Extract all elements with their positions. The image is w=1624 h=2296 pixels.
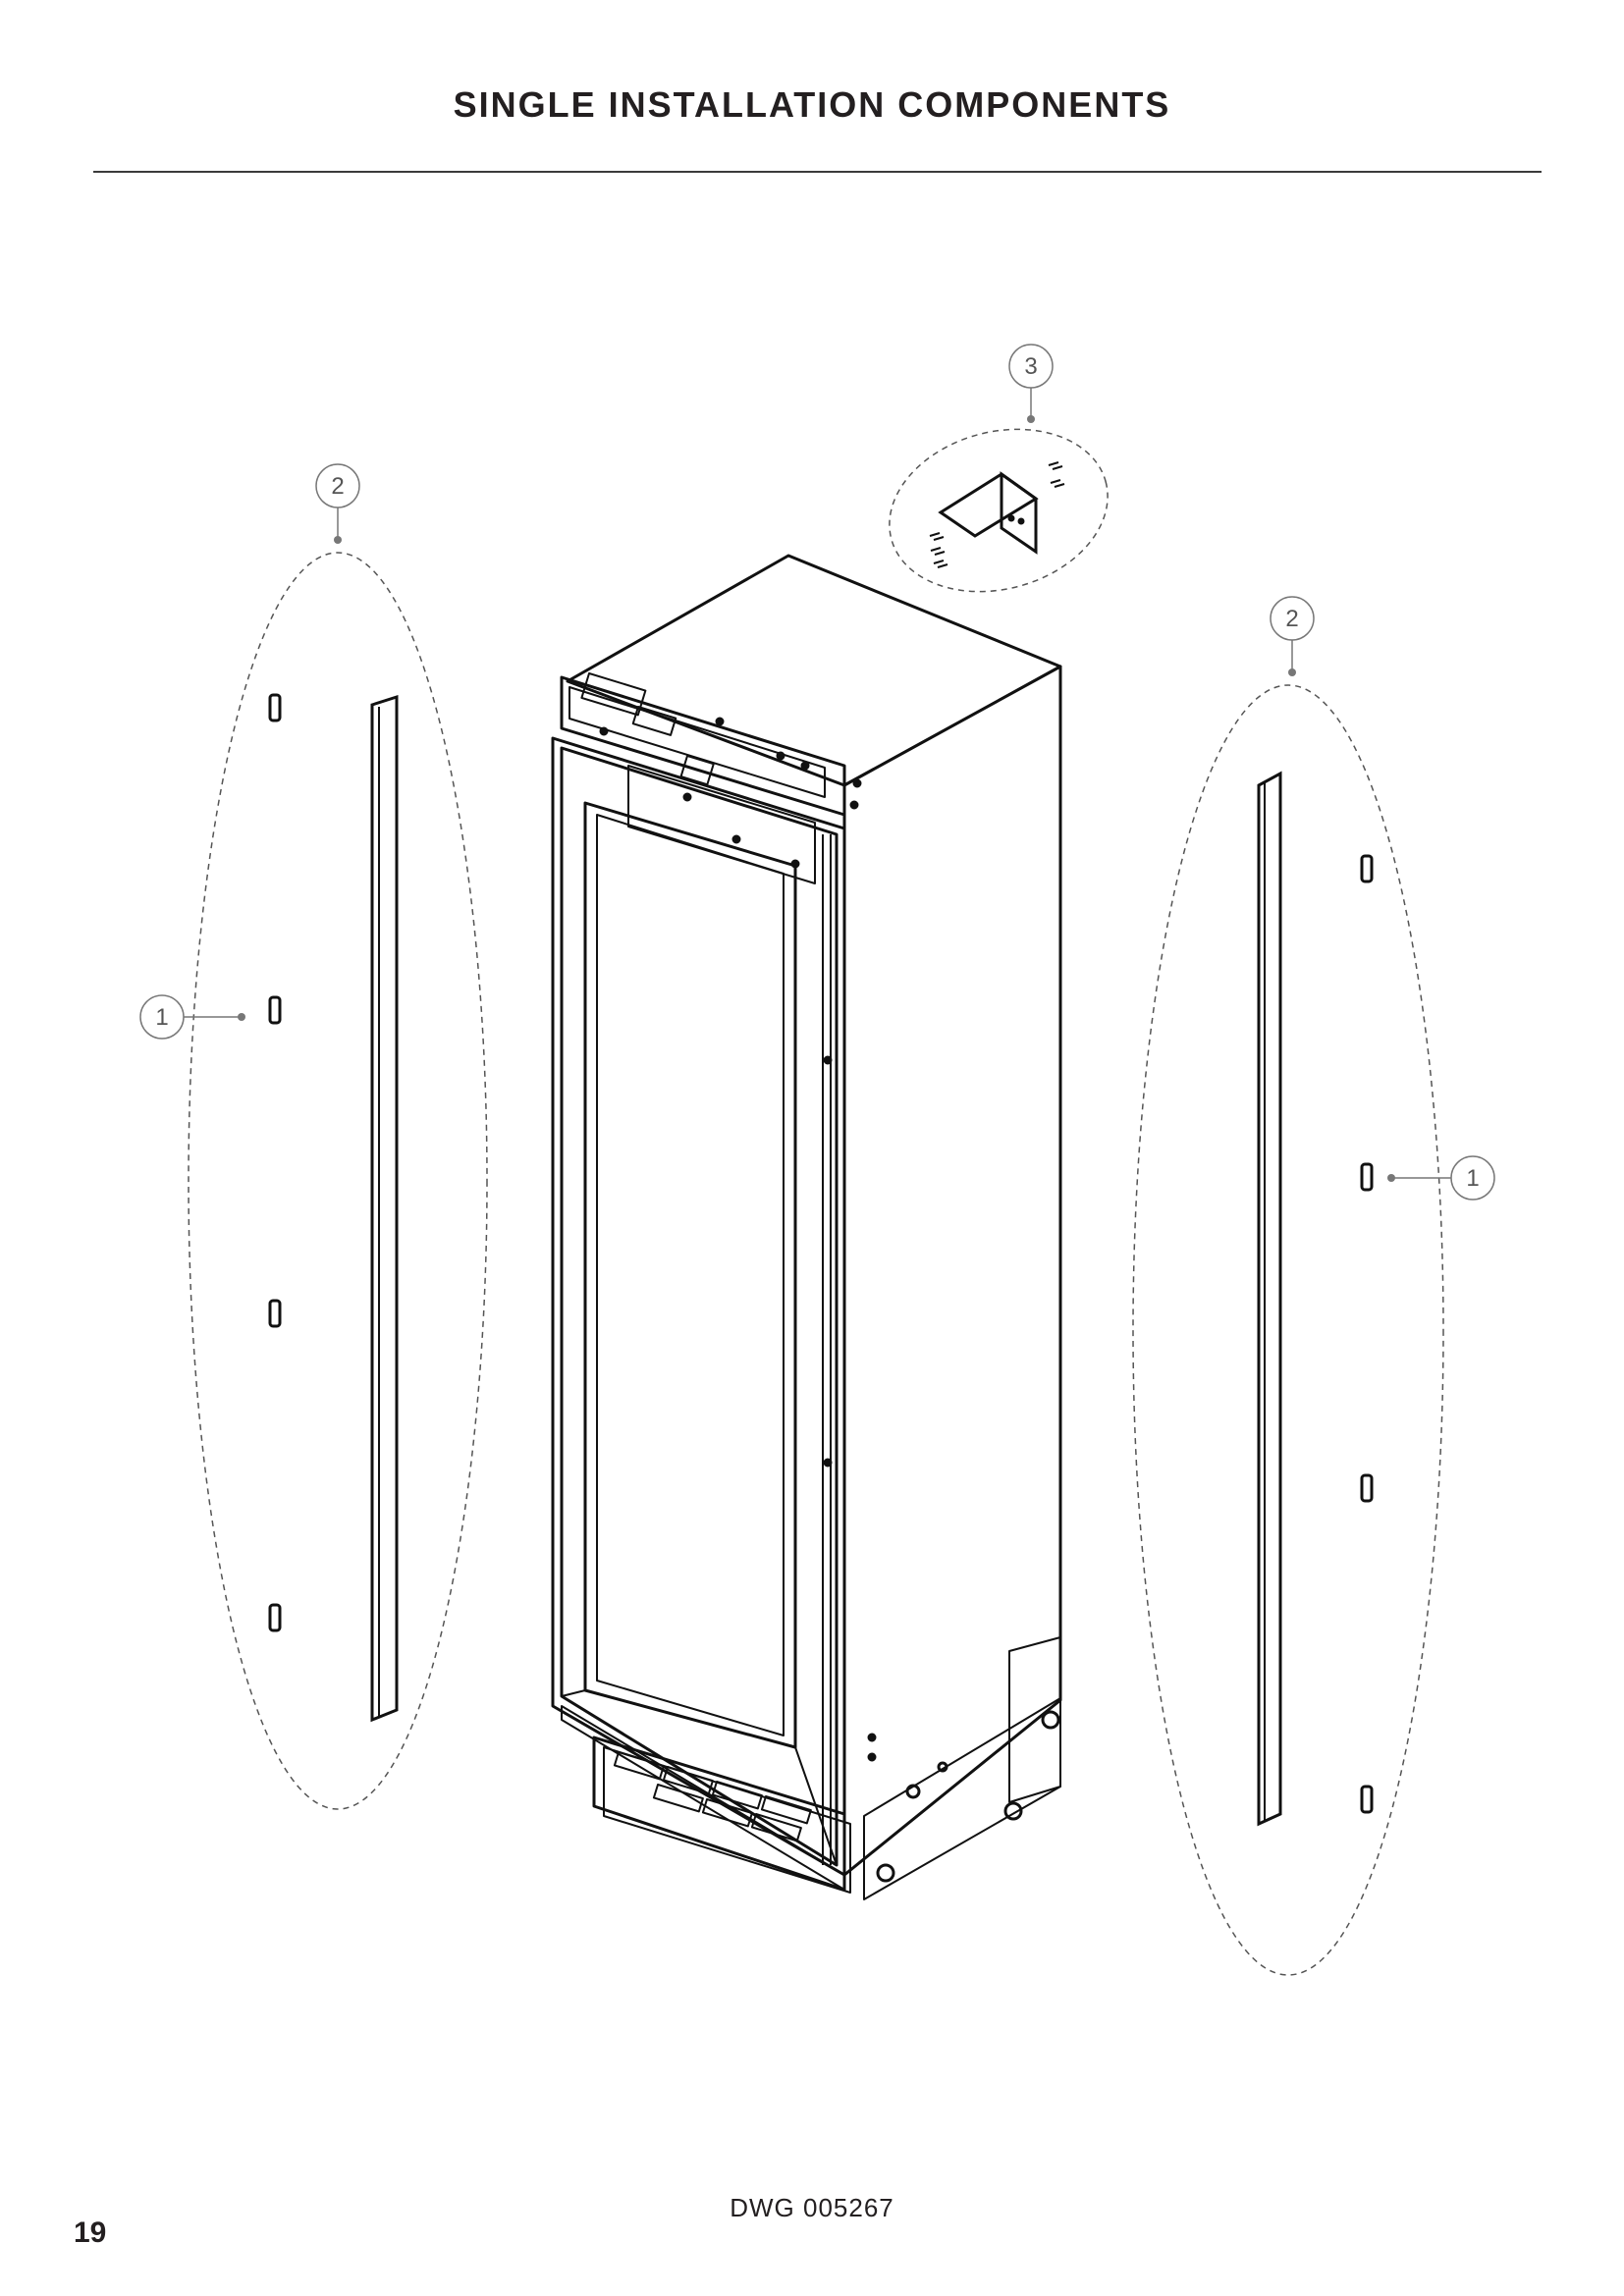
callout-left-2: 2 bbox=[315, 463, 360, 544]
clip-icon bbox=[1360, 1473, 1374, 1503]
right-trim-strip bbox=[1257, 771, 1282, 1827]
left-trim-strip bbox=[370, 694, 399, 1723]
left-kit-group-outline bbox=[188, 552, 488, 1810]
callout-label: 3 bbox=[1024, 353, 1037, 380]
bracket-screws bbox=[929, 461, 1065, 568]
clip-icon bbox=[268, 995, 282, 1025]
title-divider bbox=[93, 171, 1542, 173]
clip-icon bbox=[1360, 854, 1374, 883]
clip-icon bbox=[268, 1299, 282, 1328]
clip-icon bbox=[268, 693, 282, 722]
page-number: 19 bbox=[74, 2216, 107, 2249]
callout-label: 1 bbox=[155, 1004, 168, 1031]
left-clips bbox=[268, 693, 282, 1632]
top-bracket bbox=[938, 471, 1039, 555]
page-title: SINGLE INSTALLATION COMPONENTS bbox=[453, 84, 1171, 125]
vent-grille bbox=[613, 1751, 812, 1842]
callout-left-1: 1 bbox=[139, 994, 245, 1040]
callout-right-2: 2 bbox=[1270, 596, 1315, 676]
callout-label: 2 bbox=[1285, 606, 1298, 632]
callout-label: 2 bbox=[331, 473, 344, 500]
clip-icon bbox=[1360, 1785, 1374, 1814]
refrigerator-cabinet bbox=[551, 554, 1062, 1900]
callout-top-3: 3 bbox=[1008, 344, 1054, 423]
clip-icon bbox=[268, 1603, 282, 1632]
right-clips bbox=[1360, 854, 1374, 1814]
callout-label: 1 bbox=[1466, 1165, 1479, 1192]
callout-right-1: 1 bbox=[1387, 1155, 1495, 1201]
clip-icon bbox=[1360, 1162, 1374, 1192]
top-bracket-group-outline bbox=[889, 428, 1109, 593]
drawing-number: DWG 005267 bbox=[730, 2193, 894, 2222]
right-kit-group-outline bbox=[1132, 684, 1444, 1976]
